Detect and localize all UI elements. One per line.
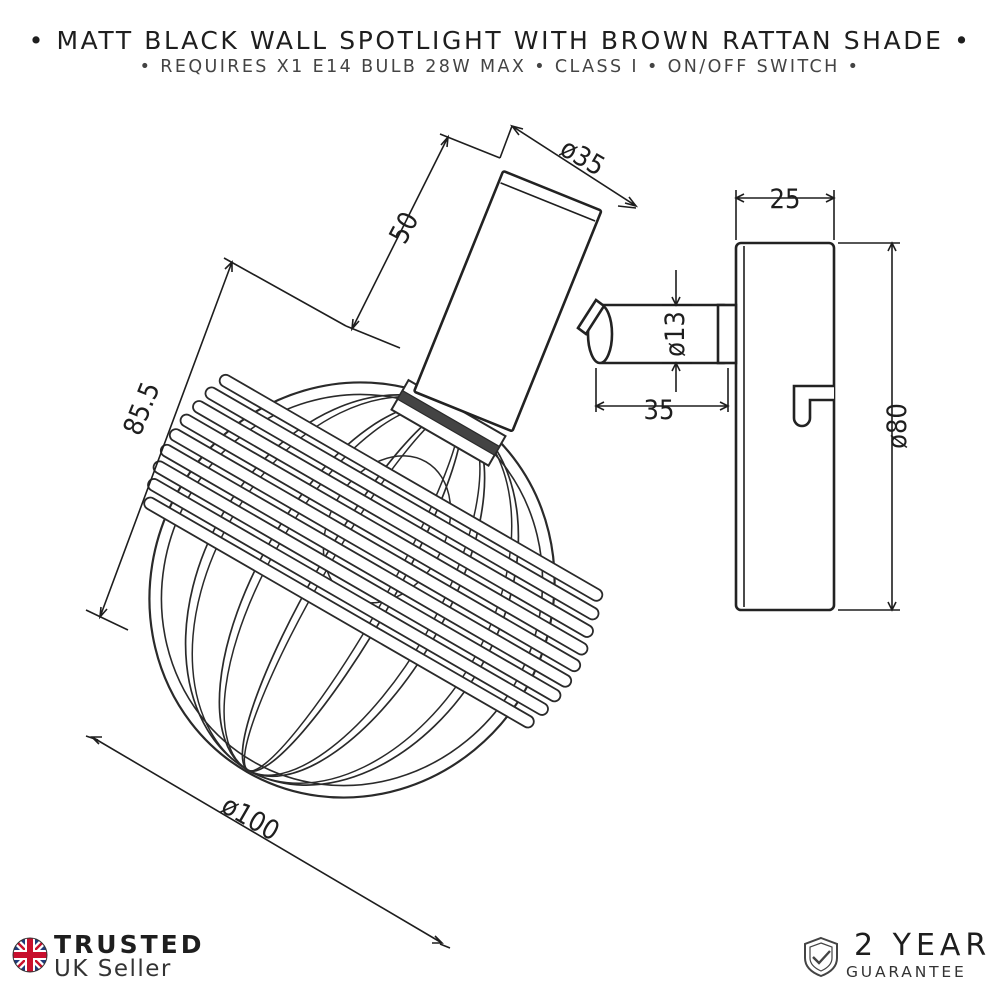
dim-label-35: 35 <box>644 395 675 426</box>
product-specs: • REQUIRES X1 E14 BULB 28W MAX • CLASS I… <box>139 57 861 77</box>
spotlight-body <box>413 170 603 433</box>
dim-line-50 <box>350 134 450 332</box>
dim-label-80: ø80 <box>882 403 913 449</box>
trusted-badge-title: TRUSTED <box>54 930 205 959</box>
ext-line <box>345 133 501 349</box>
dim-line-35 <box>594 401 730 411</box>
ext-line <box>85 257 347 631</box>
dim-label-d100: ø100 <box>216 790 285 847</box>
dim-label-d35: ø35 <box>555 133 610 183</box>
rattan-band <box>179 413 589 656</box>
front-view <box>85 124 639 949</box>
wall-plate <box>734 241 836 612</box>
dim-line-d100 <box>90 736 444 944</box>
rattan-band <box>143 496 535 729</box>
product-title: • MATT BLACK WALL SPOTLIGHT WITH BROWN R… <box>28 26 972 55</box>
rattan-band <box>218 373 604 602</box>
side-view <box>586 190 900 612</box>
rattan-shade <box>143 373 604 799</box>
trusted-badge-subtitle: UK Seller <box>54 956 172 982</box>
shield-check-icon <box>804 936 838 978</box>
guarantee-badge-title: 2 YEAR <box>854 928 992 963</box>
rattan-band <box>168 428 582 673</box>
dim-line-85 <box>98 260 233 620</box>
uk-flag-icon <box>12 937 48 973</box>
rattan-band <box>159 443 573 688</box>
dim-label-50: 50 <box>384 207 426 249</box>
dim-label-25: 25 <box>770 184 801 215</box>
dim-line-25 <box>734 193 836 203</box>
body-cylinder <box>413 170 603 433</box>
body-top-edge <box>500 182 596 222</box>
rattan-band <box>152 460 562 703</box>
dim-label-13: ø13 <box>660 311 691 357</box>
dim-line-d35 <box>509 124 639 208</box>
arm-collar <box>716 303 738 365</box>
ext-line <box>499 125 637 209</box>
switch-toggle <box>792 384 834 428</box>
rattan-band <box>204 386 600 621</box>
dim-line-13 <box>671 270 681 392</box>
dim-line-80 <box>887 241 897 612</box>
rattan-band <box>192 400 594 638</box>
rattan-band <box>147 478 549 716</box>
dim-label-85: 85.5 <box>118 378 167 440</box>
body-knuckle <box>576 298 606 336</box>
guarantee-badge-subtitle: GUARANTEE <box>846 963 967 981</box>
lamp-holder-band <box>396 389 501 457</box>
